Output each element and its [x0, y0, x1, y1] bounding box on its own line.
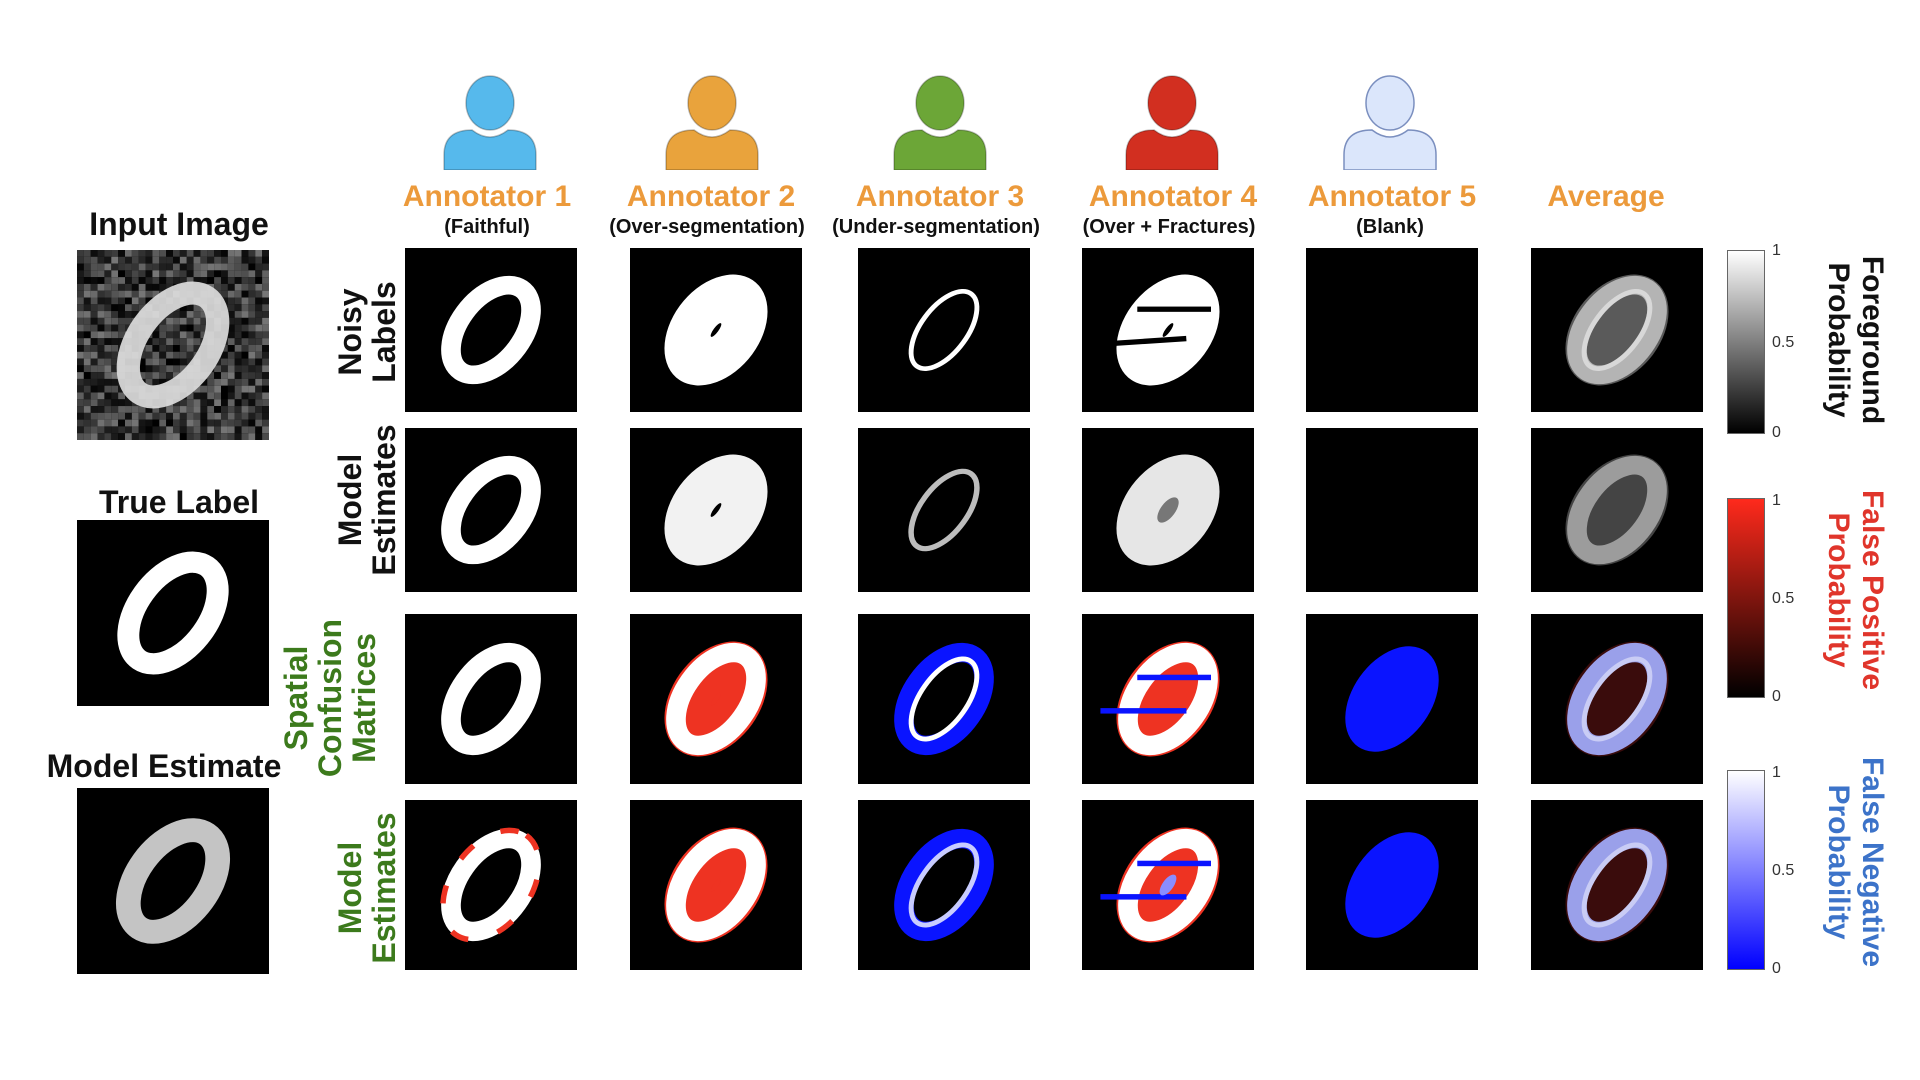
annotator-3-person-icon: [893, 75, 987, 170]
noisy-label-panel-1: [405, 248, 577, 412]
false-negative-tick-0: 0: [1772, 960, 1781, 977]
true-label-title: True Label: [98, 484, 260, 520]
false-positive-tick-1: 1: [1772, 492, 1781, 509]
noisy-label-panel-4: [1082, 248, 1254, 412]
cm-estimate-panel-4: [1082, 800, 1254, 970]
person-head: [465, 75, 515, 131]
annotator-1-desc: (Faithful): [444, 216, 530, 238]
cm-estimate-panel-2: [630, 800, 802, 970]
noisy-label-panel-2: [630, 248, 802, 412]
false-positive-colorbar: [1727, 498, 1765, 698]
model-estimate-panel-1: [405, 428, 577, 592]
false-negative-tick-0-5: 0.5: [1772, 862, 1795, 879]
input-image-title: Input Image: [89, 206, 269, 242]
model-estimate-title: Model Estimate: [46, 748, 282, 784]
noisy-label-panel-average: [1531, 248, 1703, 412]
foreground-tick-0: 0: [1772, 424, 1781, 441]
model-estimate-panel-4: [1082, 428, 1254, 592]
cm-estimate-panel-1: [405, 800, 577, 970]
annotator-2-name: Annotator 2: [626, 180, 796, 213]
annotator-4-desc: (Over + Fractures): [1082, 216, 1256, 238]
confusion-matrix-panel-3: [858, 614, 1030, 784]
confusion-matrix-panel-5: [1306, 614, 1478, 784]
confusion-matrix-panel-2: [630, 614, 802, 784]
true-label-panel: [77, 520, 269, 706]
false-negative-colorbar: [1727, 770, 1765, 970]
annotator-5-name: Annotator 5: [1307, 180, 1477, 213]
false-positive-tick-0: 0: [1772, 688, 1781, 705]
foreground-colorbar: [1727, 250, 1765, 434]
confusion-matrix-panel-average: [1531, 614, 1703, 784]
annotator-1-person-icon: [443, 75, 537, 170]
person-body: [443, 129, 537, 170]
noisy-label-panel-3: [858, 248, 1030, 412]
false-positive-tick-0-5: 0.5: [1772, 590, 1795, 607]
annotator-4-name: Annotator 4: [1088, 180, 1258, 213]
noisy-label-panel-5: [1306, 248, 1478, 412]
annotator-2-person-icon: [665, 75, 759, 170]
model-estimate-panel-3: [858, 428, 1030, 592]
annotator-3-name: Annotator 3: [855, 180, 1025, 213]
annotator-3-desc: (Under-segmentation): [832, 216, 1040, 238]
annotator-1-name: Annotator 1: [402, 180, 572, 213]
model-estimate-panel-2: [630, 428, 802, 592]
foreground-tick-1: 1: [1772, 242, 1781, 259]
false-negative-tick-1: 1: [1772, 764, 1781, 781]
cm-estimate-panel-average: [1531, 800, 1703, 970]
annotator-5-person-icon: [1343, 75, 1437, 170]
cm-estimate-panel-5: [1306, 800, 1478, 970]
annotator-4-person-icon: [1125, 75, 1219, 170]
input-image-panel: [77, 250, 269, 440]
model-estimate-panel-average: [1531, 428, 1703, 592]
annotator-2-desc: (Over-segmentation): [609, 216, 805, 238]
model-estimate-panel: [77, 788, 269, 974]
confusion-matrix-panel-4: [1082, 614, 1254, 784]
model-estimate-panel-5: [1306, 428, 1478, 592]
foreground-tick-0-5: 0.5: [1772, 334, 1795, 351]
cm-estimate-panel-3: [858, 800, 1030, 970]
confusion-matrix-panel-1: [405, 614, 577, 784]
annotator-5-desc: (Blank): [1356, 216, 1424, 238]
average-name: Average: [1547, 180, 1665, 213]
